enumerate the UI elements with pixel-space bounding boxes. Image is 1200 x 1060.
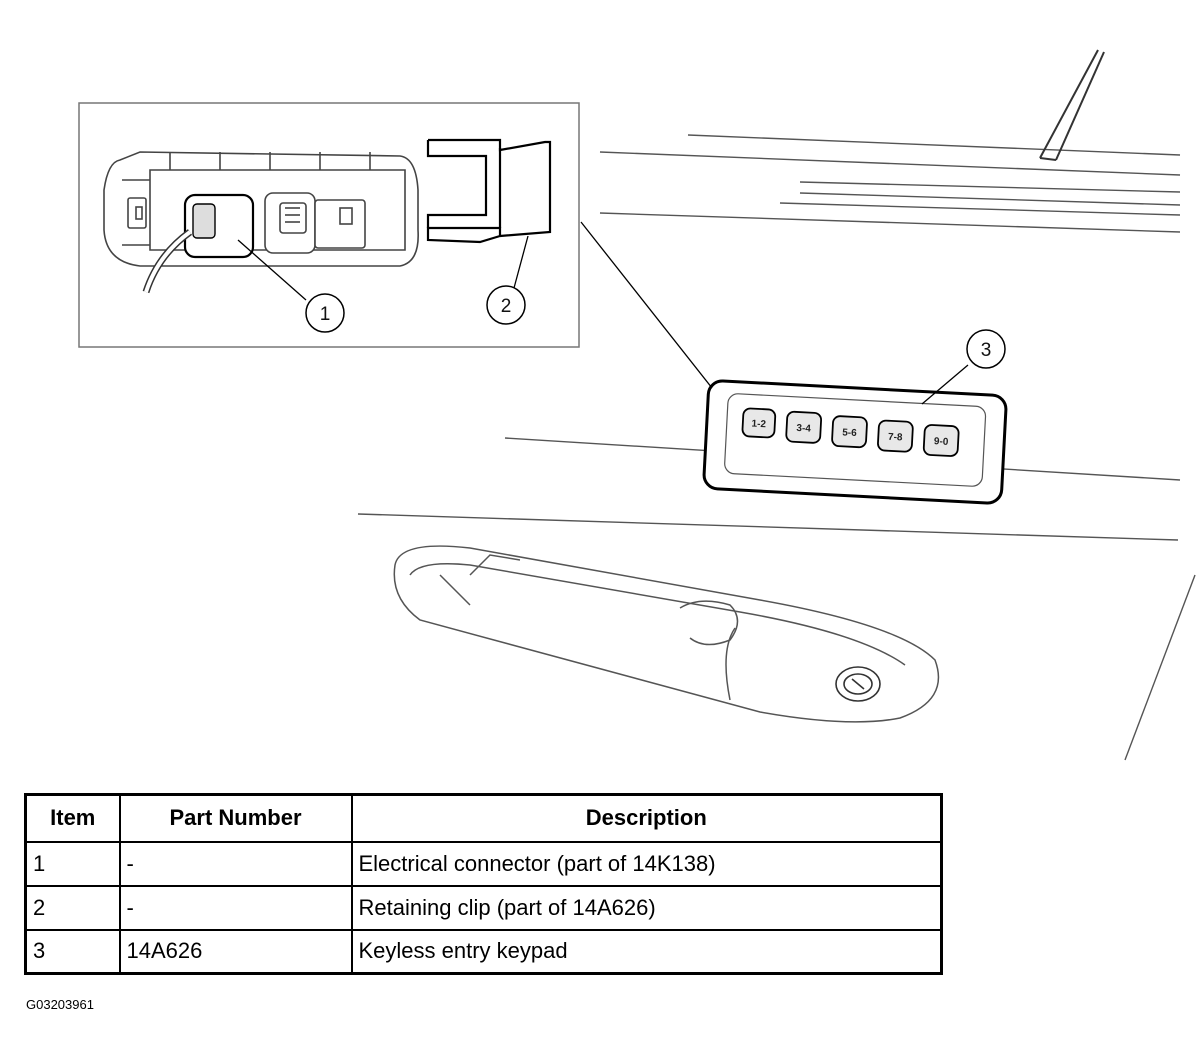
header-item: Item [24, 793, 121, 843]
module-terminal [264, 192, 366, 254]
cell-description: Keyless entry keypad [350, 928, 943, 975]
electrical-connector [142, 193, 255, 294]
keypad-key: 3-4 [785, 410, 823, 444]
lock-cylinder-icon [835, 666, 881, 702]
cell-description: Electrical connector (part of 14K138) [350, 840, 943, 887]
leader-lines [237, 221, 969, 405]
parts-table: Item Part Number Description 1 - Electri… [24, 793, 943, 975]
svg-text:2: 2 [501, 296, 512, 317]
svg-text:3: 3 [981, 340, 992, 361]
table-row: 1 - Electrical connector (part of 14K138… [24, 840, 943, 887]
svg-text:7-8: 7-8 [888, 432, 903, 444]
cell-part-number: - [118, 884, 353, 931]
retaining-clip [426, 138, 552, 244]
cell-part-number: - [118, 840, 353, 887]
callout-2: 2 [486, 285, 526, 325]
header-description: Description [350, 793, 943, 843]
keypad-key: 1-2 [741, 407, 777, 439]
svg-text:5-6: 5-6 [842, 427, 857, 439]
figure-id: G03203961 [26, 997, 94, 1012]
cell-item: 2 [24, 884, 121, 931]
keypad-key: 7-8 [877, 419, 914, 453]
door-keypad-illustration: 1-2 3-4 5-6 7-8 9-0 [78, 49, 1196, 761]
keypad-module-housing [103, 151, 419, 267]
svg-text:3-4: 3-4 [796, 423, 811, 435]
keypad-keys: 1-2 3-4 5-6 7-8 9-0 [741, 407, 960, 457]
cell-description: Retaining clip (part of 14A626) [350, 884, 943, 931]
table-header-row: Item Part Number Description [24, 793, 943, 843]
header-part-number: Part Number [118, 793, 353, 843]
table-row: 2 - Retaining clip (part of 14A626) [24, 884, 943, 931]
cell-item: 1 [24, 840, 121, 887]
svg-text:9-0: 9-0 [934, 436, 949, 448]
cell-part-number: 14A626 [118, 928, 353, 975]
table-row: 3 14A626 Keyless entry keypad [24, 928, 943, 975]
cell-item: 3 [24, 928, 121, 975]
svg-text:1: 1 [320, 304, 331, 325]
keypad-key: 5-6 [831, 415, 868, 449]
window-trim-post [1039, 49, 1105, 161]
svg-text:1-2: 1-2 [751, 419, 766, 431]
keypad-key: 9-0 [922, 424, 960, 457]
callout-3: 3 [966, 329, 1006, 369]
door-handle [393, 545, 940, 723]
callout-1: 1 [305, 293, 345, 333]
